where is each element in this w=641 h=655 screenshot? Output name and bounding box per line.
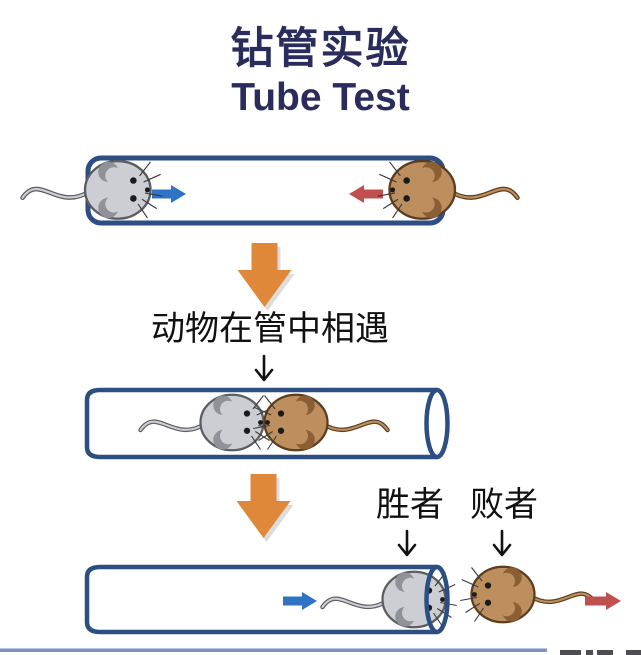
cropped-watermark-fragment bbox=[560, 650, 581, 655]
bottom-divider-line bbox=[0, 648, 547, 652]
step-arrow-2-icon bbox=[236, 474, 294, 542]
winner-blue-arrow-icon bbox=[283, 592, 317, 610]
step-arrow-1-icon bbox=[237, 243, 295, 311]
loser-label: 败者 bbox=[470, 486, 538, 524]
brown-mouse-loser-icon bbox=[459, 566, 596, 623]
loser-pointer-arrow-icon bbox=[492, 529, 512, 557]
brown-mouse-entering-icon bbox=[377, 160, 518, 220]
winner-label: 胜者 bbox=[376, 486, 444, 524]
winner-pointer-arrow-icon bbox=[397, 529, 417, 557]
tube-outcome bbox=[84, 564, 437, 635]
title-english: Tube Test bbox=[231, 76, 410, 119]
meet-pointer-arrow-icon bbox=[254, 354, 274, 382]
red-left-arrow-icon bbox=[349, 185, 383, 203]
tube-outcome-opening bbox=[424, 564, 450, 635]
cropped-watermark-fragment bbox=[586, 650, 593, 655]
loser-red-arrow-icon bbox=[585, 592, 621, 610]
title-chinese: 钻管实验 bbox=[230, 25, 411, 73]
blue-right-arrow-icon bbox=[152, 185, 186, 203]
meet-label: 动物在管中相遇 bbox=[151, 310, 389, 348]
cropped-watermark-fragment bbox=[626, 650, 641, 655]
cropped-watermark-fragment bbox=[597, 650, 613, 655]
